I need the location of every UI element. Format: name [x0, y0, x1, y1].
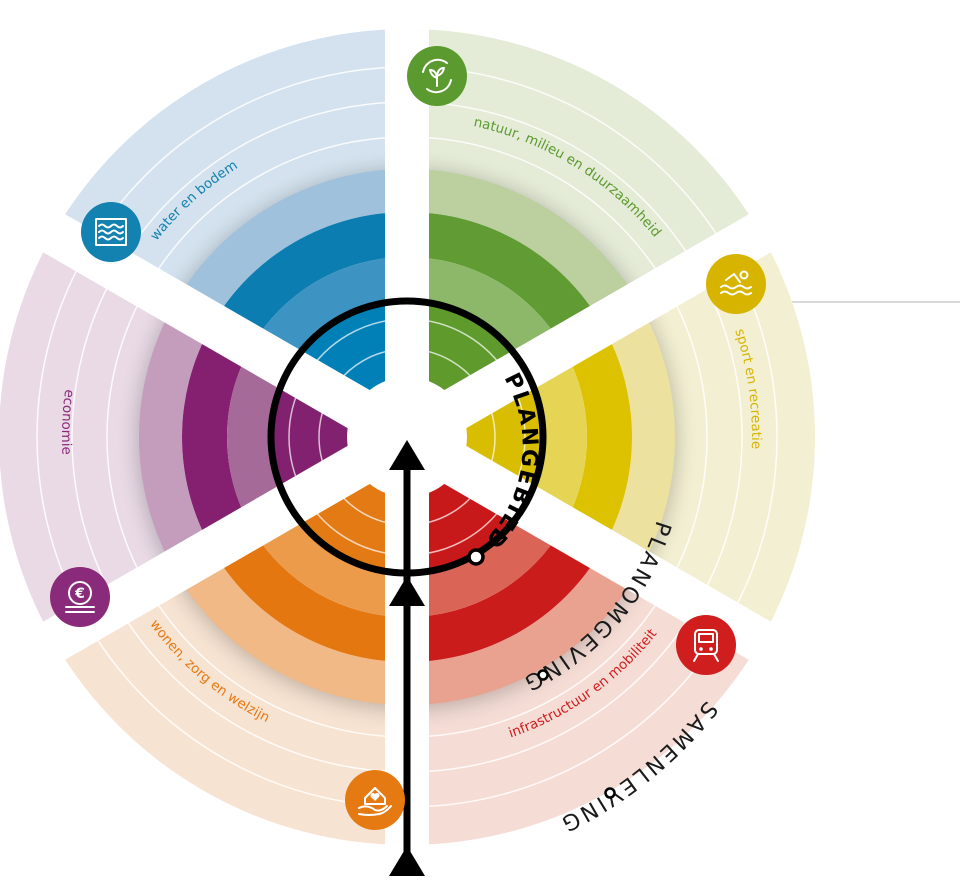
outer-ring-line [149, 591, 402, 738]
inner-band [407, 503, 563, 617]
inner-band-outer [174, 169, 407, 325]
outer-segment [0, 233, 178, 641]
inner-band-outer [601, 303, 675, 571]
outer-ring-line [119, 101, 402, 265]
inner-band-mid [182, 324, 252, 550]
outer-segment [407, 29, 761, 305]
separator-band [396, 417, 791, 672]
inner-band-mid [407, 212, 602, 347]
theme-label: economie [58, 388, 77, 455]
outer-segment [53, 29, 408, 305]
house-heart-icon [345, 770, 405, 830]
inner-band-outer [407, 169, 640, 325]
water-soil-icon [81, 202, 141, 262]
outer-ring-line [668, 291, 708, 583]
outer-ring-line [699, 274, 743, 600]
svg-text:€: € [74, 586, 85, 602]
upward-arrow [389, 440, 425, 876]
outer-ring-line [71, 274, 115, 600]
outer-ring-line [119, 609, 402, 773]
inner-band-mid [407, 527, 602, 662]
outer-ring-line [412, 609, 695, 773]
inner-band-outer [174, 549, 407, 705]
euro-coin-icon: € [50, 567, 110, 627]
outer-ring-line [106, 291, 146, 583]
inner-band-mid [212, 527, 407, 662]
outer-ring-line [149, 136, 402, 283]
inner-band-mid [562, 324, 632, 550]
outer-ring-segments [0, 29, 815, 845]
outer-ring-line [412, 101, 695, 265]
train-icon [676, 615, 736, 675]
swimmer-icon [706, 254, 766, 314]
inner-band-mid [212, 212, 407, 347]
inner-band [251, 503, 407, 617]
plangebied-marker [467, 548, 485, 566]
outer-segment [636, 233, 815, 641]
separator-band [396, 202, 791, 457]
outer-segment [53, 569, 408, 845]
theme-icons: € [50, 46, 766, 830]
samenleving-marker [604, 787, 616, 799]
inner-band [407, 257, 563, 371]
outer-ring-line [36, 257, 85, 617]
inner-band [251, 257, 407, 371]
outer-segment [407, 569, 761, 845]
center-white [347, 377, 467, 497]
inner-band-outer [407, 549, 640, 705]
outer-ring-line [412, 591, 665, 738]
outer-ring-line [412, 136, 665, 283]
inner-band-outer [139, 303, 213, 571]
planomgeving-marker [537, 669, 549, 681]
recycle-plant-icon [407, 46, 467, 106]
